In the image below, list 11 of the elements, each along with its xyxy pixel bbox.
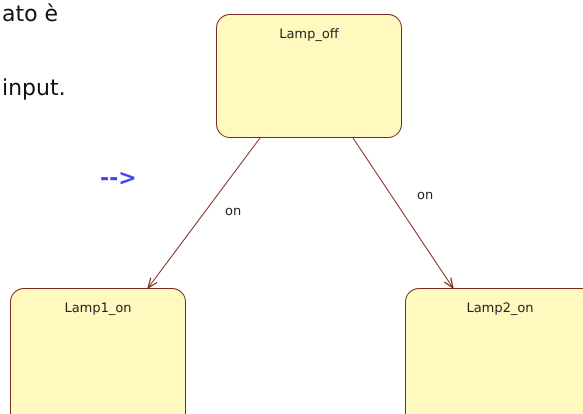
state-box [405,288,583,414]
arrow-glyph: --> [100,166,137,191]
state-name: Lamp2_on [466,301,534,316]
state-name: Lamp1_on [64,301,132,316]
state-name: Lamp_off [279,27,339,42]
transition-arrow [352,138,454,289]
text-fragment: ato è [2,2,58,27]
transition-arrow [147,138,260,289]
state-box [216,14,402,138]
text-fragment: input. [2,76,66,101]
state-box [10,288,186,414]
